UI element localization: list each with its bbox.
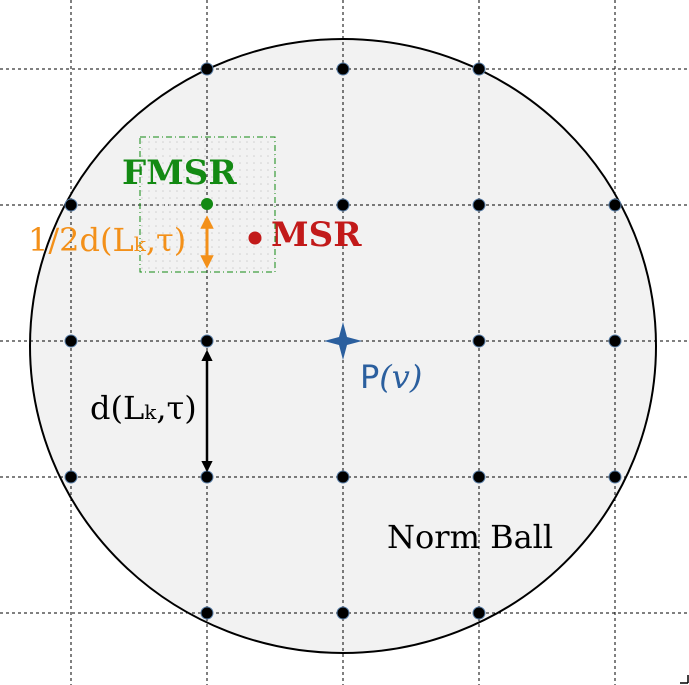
msr-point xyxy=(248,231,262,245)
lattice-point xyxy=(64,334,78,348)
lattice-point xyxy=(200,62,214,76)
lattice-point xyxy=(472,62,486,76)
lattice-point xyxy=(64,470,78,484)
lattice-point xyxy=(608,334,622,348)
lattice-point xyxy=(336,198,350,212)
corner-mark xyxy=(680,675,689,684)
fmsr-label: FMSR xyxy=(122,153,237,193)
lattice-point xyxy=(608,470,622,484)
lattice-point xyxy=(336,606,350,620)
lattice-point xyxy=(200,606,214,620)
projection-star-icon xyxy=(324,322,362,360)
lattice-point xyxy=(472,470,486,484)
norm-ball-label: Norm Ball xyxy=(387,518,553,556)
fmsr-point xyxy=(201,198,213,210)
lattice-point xyxy=(200,470,214,484)
lattice-point xyxy=(472,198,486,212)
projection-label: P(v) xyxy=(360,358,422,396)
lattice-point xyxy=(336,62,350,76)
lattice-point xyxy=(336,470,350,484)
half-distance-label: 1/2d(Lk,τ) xyxy=(28,221,186,259)
lattice-point xyxy=(608,198,622,212)
lattice-point xyxy=(200,334,214,348)
lattice-point xyxy=(472,606,486,620)
lattice-points xyxy=(64,62,622,620)
lattice-point xyxy=(64,198,78,212)
lattice-point xyxy=(472,334,486,348)
distance-label: d(Lk,τ) xyxy=(90,389,197,427)
msr-label: MSR xyxy=(271,215,362,255)
